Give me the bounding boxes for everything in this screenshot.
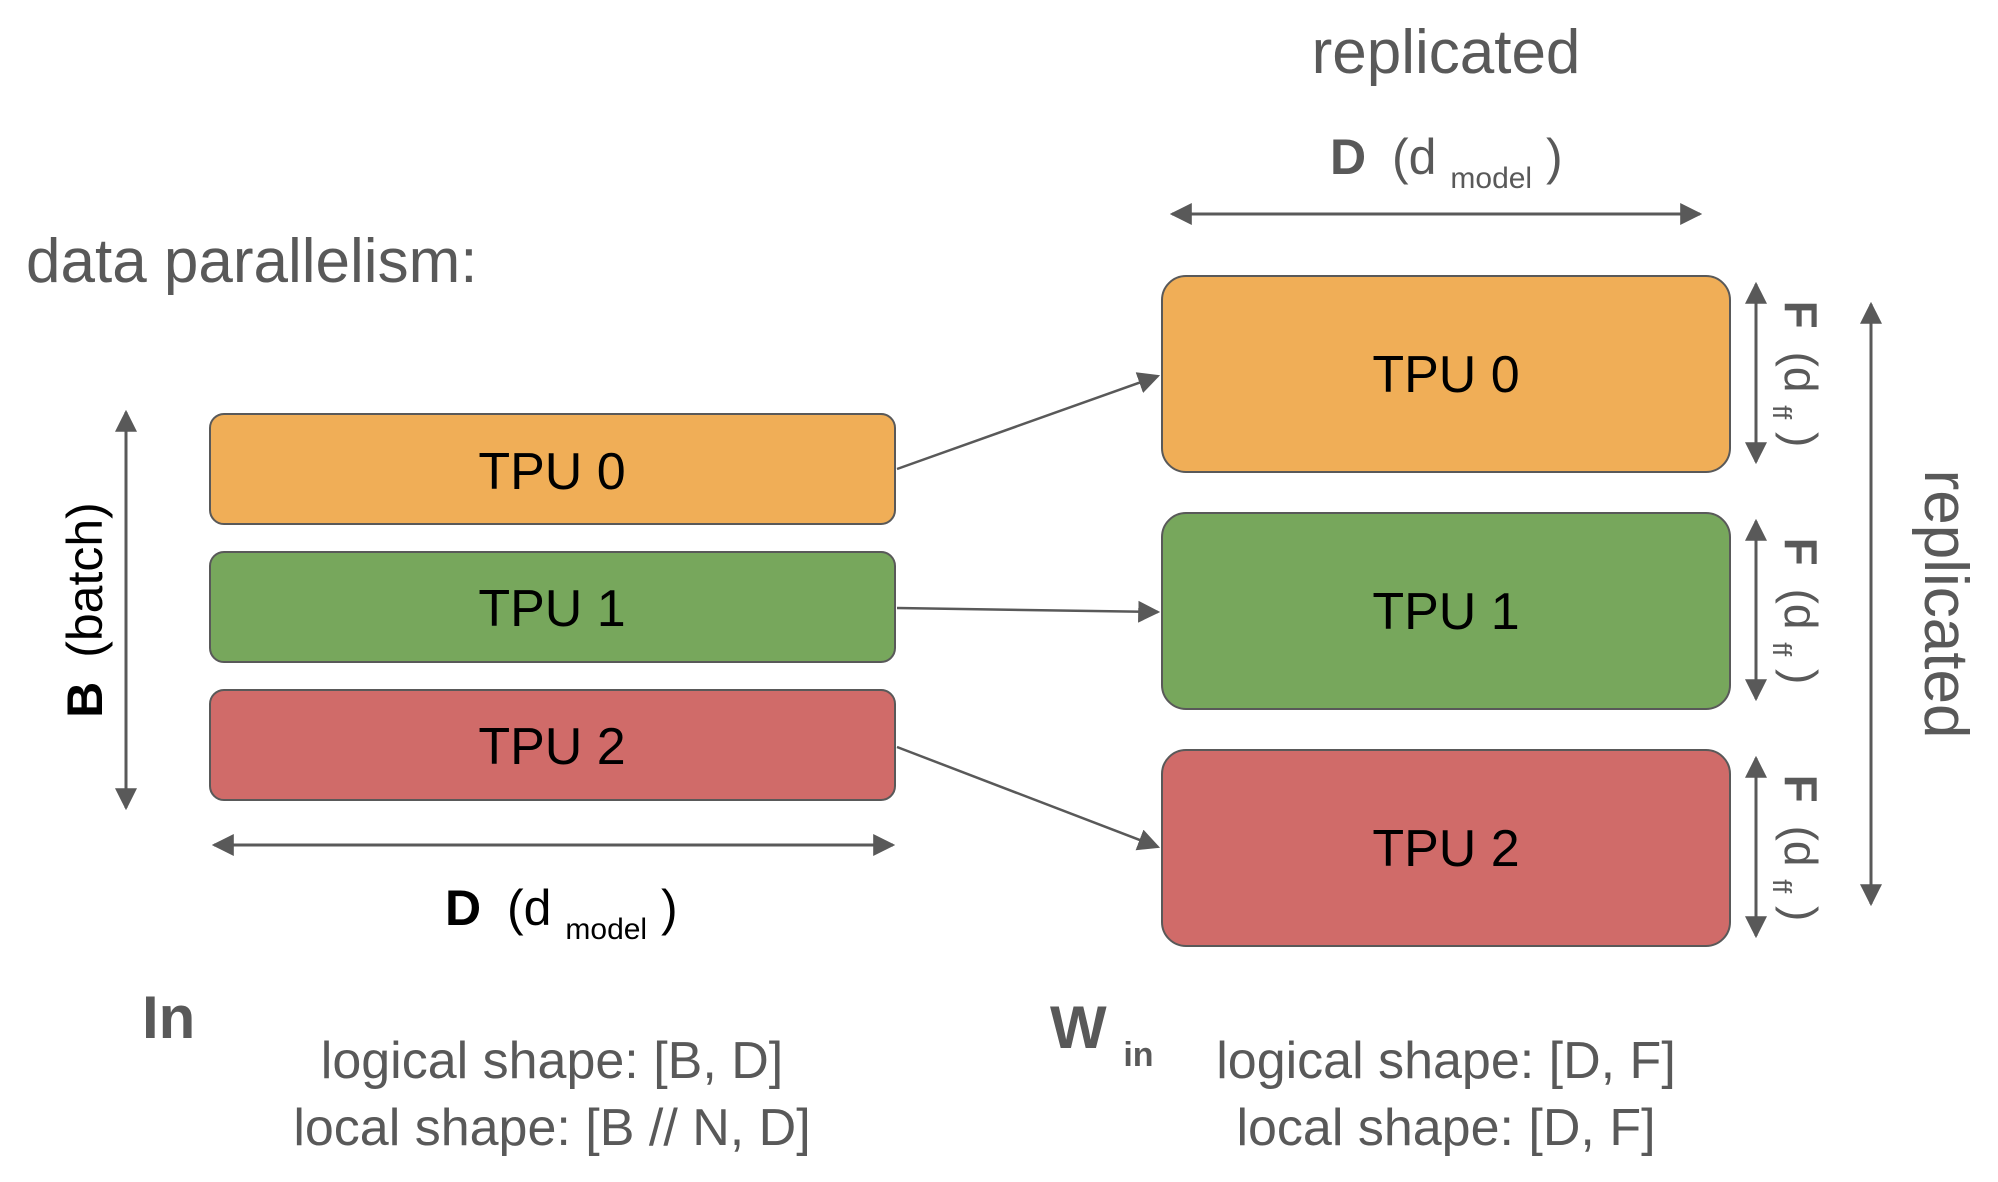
input-shard-tpu-2-label: TPU 2 xyxy=(478,718,625,776)
input-shard-tpu-1 xyxy=(209,551,896,663)
weight-side-replicated-label: replicated xyxy=(1911,470,1980,739)
ff-dim-close-0: ) xyxy=(1775,432,1827,447)
input-model-dim-close: ) xyxy=(661,880,678,936)
weight-local-shape: local shape: [D, F] xyxy=(1236,1099,1655,1157)
connector-tpu-2 xyxy=(896,745,1161,851)
ff-dim-sub-2: ff xyxy=(1767,879,1797,894)
ff-dim-open-1: (d xyxy=(1775,589,1827,630)
input-model-dim-label: D (d model ) xyxy=(445,880,678,950)
input-model-dim-open: (d xyxy=(507,880,551,936)
ff-dim-label-2: F (d ff ) xyxy=(1763,775,1827,922)
batch-dim-label: B (batch) xyxy=(57,502,113,718)
ff-dim-open-0: (d xyxy=(1775,352,1827,393)
diagram-title: data parallelism: xyxy=(26,227,477,296)
input-shard-tpu-2 xyxy=(209,689,896,801)
input-name: In xyxy=(142,984,195,1051)
input-logical-shape: logical shape: [B, D] xyxy=(321,1032,783,1090)
ff-dim-open-2: (d xyxy=(1775,826,1827,867)
weight-shard-tpu-1 xyxy=(1161,512,1731,710)
ff-dim-symbol-2: F xyxy=(1775,775,1827,803)
weight-logical-shape: logical shape: [D, F] xyxy=(1216,1032,1676,1090)
weight-model-dim-close: ) xyxy=(1546,129,1563,185)
weight-name: W in xyxy=(1050,994,1154,1074)
input-model-dim-symbol: D xyxy=(445,880,481,936)
batch-dim-text: (batch) xyxy=(57,502,113,658)
weight-model-dim-open: (d xyxy=(1392,129,1436,185)
connector-tpu-0 xyxy=(896,372,1161,471)
weight-name-sub: in xyxy=(1123,1036,1153,1074)
weight-shard-tpu-0-label: TPU 0 xyxy=(1372,346,1519,404)
ff-dim-symbol-1: F xyxy=(1775,538,1827,566)
input-shard-tpu-0 xyxy=(209,413,896,525)
ff-dim-label-0: F (d ff ) xyxy=(1763,301,1827,448)
weight-model-dim-sub: model xyxy=(1450,162,1532,195)
weight-name-main: W xyxy=(1050,994,1107,1061)
ff-dim-close-2: ) xyxy=(1775,906,1827,921)
input-local-shape: local shape: [B // N, D] xyxy=(293,1099,810,1157)
ff-dim-close-1: ) xyxy=(1775,669,1827,684)
ff-dim-sub-1: ff xyxy=(1767,642,1797,657)
weight-shard-tpu-1-label: TPU 1 xyxy=(1372,583,1519,641)
batch-dim-symbol: B xyxy=(57,682,113,718)
connector-tpu-1 xyxy=(896,600,1161,623)
weight-shard-tpu-0 xyxy=(1161,275,1731,473)
ff-dim-label-1: F (d ff ) xyxy=(1763,538,1827,685)
weight-top-replicated-label: replicated xyxy=(1312,18,1581,87)
ff-dim-sub-0: ff xyxy=(1767,405,1797,420)
weight-shard-tpu-2 xyxy=(1161,749,1731,947)
weight-model-dim-label: D (d model ) xyxy=(1330,129,1563,199)
input-shard-tpu-1-label: TPU 1 xyxy=(478,580,625,638)
weight-shard-tpu-2-label: TPU 2 xyxy=(1372,820,1519,878)
ff-dim-symbol-0: F xyxy=(1775,301,1827,329)
input-model-dim-sub: model xyxy=(565,913,647,946)
weight-model-dim-symbol: D xyxy=(1330,129,1366,185)
input-shard-tpu-0-label: TPU 0 xyxy=(478,443,625,501)
